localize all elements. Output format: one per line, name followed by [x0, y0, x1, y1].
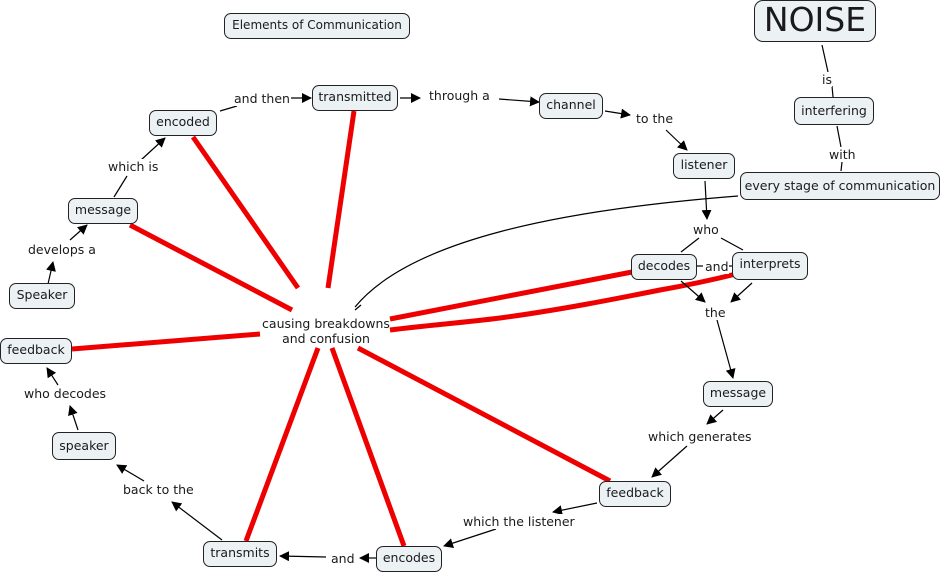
node-interfering[interactable]: interfering	[794, 97, 874, 125]
label-to-the: to the	[636, 111, 674, 126]
node-speaker-top[interactable]: Speaker	[9, 283, 75, 309]
label-with: with	[829, 147, 856, 162]
label-who-decodes: who decodes	[24, 386, 107, 401]
label-back-to-the: back to the	[123, 482, 194, 497]
node-noise[interactable]: NOISE	[754, 0, 876, 42]
node-transmits[interactable]: transmits	[203, 541, 277, 567]
label-is: is	[822, 72, 832, 87]
node-decodes[interactable]: decodes	[631, 254, 697, 280]
label-and-mid: and	[705, 259, 729, 274]
node-encodes[interactable]: encodes	[376, 546, 442, 572]
node-speaker-bottom[interactable]: speaker	[52, 432, 116, 460]
noise-link-transmits	[243, 347, 321, 542]
label-causing-line2: and confusion	[282, 331, 370, 346]
link-every-stage-to-causing	[354, 195, 739, 308]
node-message-top[interactable]: message	[68, 198, 138, 224]
node-listener[interactable]: listener	[673, 153, 735, 179]
label-causing-breakdowns: causing breakdowns and confusion	[262, 316, 390, 346]
node-feedback-right[interactable]: feedback	[599, 481, 671, 507]
label-which-is: which is	[108, 159, 159, 174]
label-which-the-listener: which the listener	[463, 514, 575, 529]
node-encoded[interactable]: encoded	[149, 110, 217, 136]
node-interprets[interactable]: interprets	[732, 252, 808, 280]
node-every-stage[interactable]: every stage of communication	[740, 172, 940, 200]
noise-link-decodes	[389, 269, 633, 322]
label-the: the	[705, 305, 726, 320]
noise-link-message	[128, 222, 294, 313]
noise-link-transmitted	[325, 110, 357, 289]
node-message-right[interactable]: message	[703, 381, 773, 407]
node-transmitted[interactable]: transmitted	[312, 85, 398, 111]
noise-link-interprets	[389, 271, 737, 333]
node-channel[interactable]: channel	[539, 93, 603, 119]
noise-link-encodes	[329, 347, 407, 547]
node-feedback-left[interactable]: feedback	[0, 338, 72, 364]
label-causing-line1: causing breakdowns	[262, 316, 390, 331]
label-and-then: and then	[234, 91, 290, 106]
noise-link-feedback-left	[71, 331, 261, 352]
label-through-a: through a	[429, 88, 490, 103]
noise-link-encoded	[190, 135, 301, 290]
label-which-generates: which generates	[648, 429, 752, 444]
title-node[interactable]: Elements of Communication	[224, 13, 410, 39]
label-and-bottom: and	[331, 551, 355, 566]
noise-link-feedback-right	[356, 345, 612, 484]
label-develops-a: develops a	[28, 242, 96, 257]
label-who: who	[693, 222, 719, 237]
